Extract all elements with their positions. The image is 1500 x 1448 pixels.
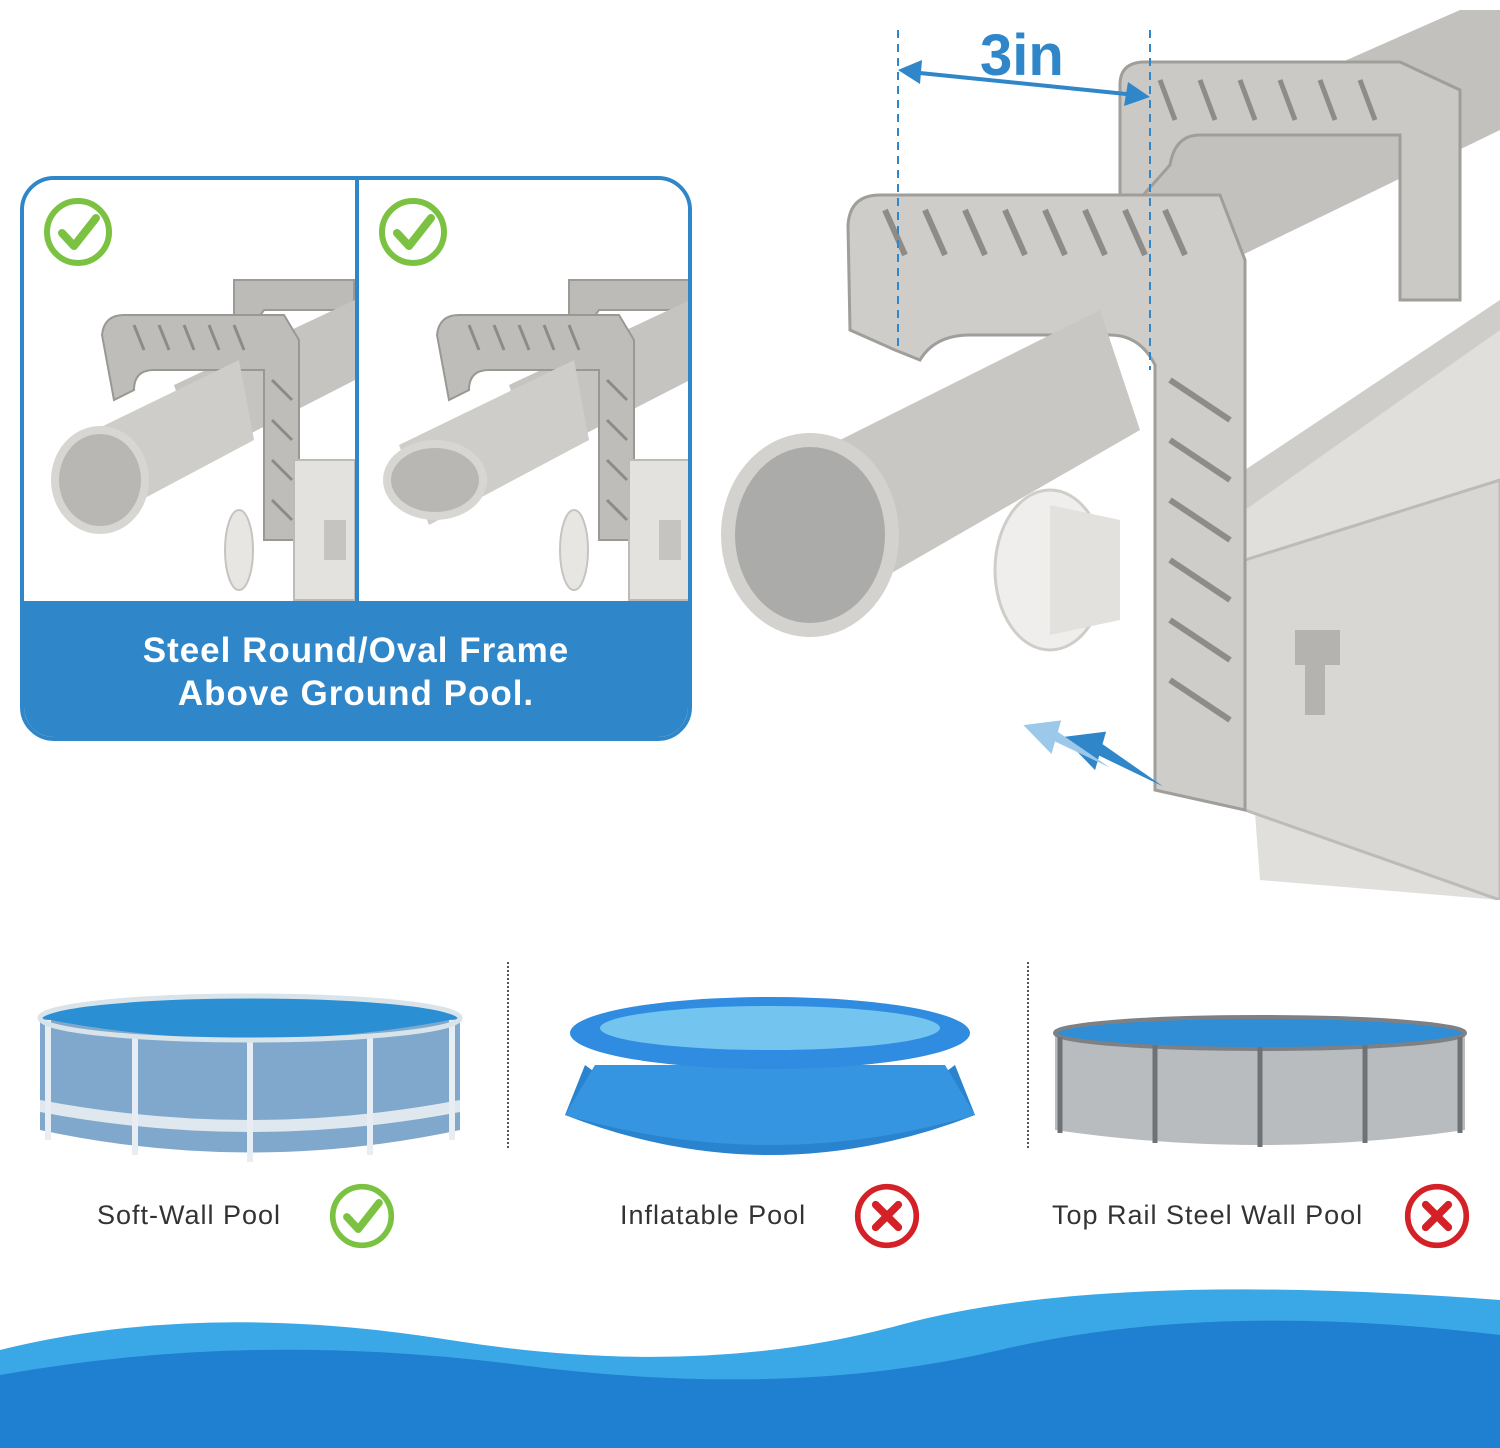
separator — [507, 962, 509, 1148]
product-illustration — [721, 10, 1500, 900]
skimmer-mount-illustration — [51, 279, 355, 601]
compatible-frame-card: Steel Round/Oval Frame Above Ground Pool… — [20, 176, 692, 741]
cross-icon — [853, 1182, 921, 1250]
round-frame-panel — [24, 180, 355, 601]
panel-divider — [355, 180, 359, 601]
inflatable-pool-image — [565, 997, 975, 1155]
dimension-label: 3in — [980, 23, 1064, 88]
pool-label: Inflatable Pool — [620, 1200, 807, 1230]
caption-banner: Steel Round/Oval Frame Above Ground Pool… — [24, 601, 688, 737]
check-icon — [377, 196, 449, 268]
soft-wall-pool-image — [37, 993, 463, 1162]
oval-frame-panel — [359, 180, 688, 601]
separator — [1027, 962, 1029, 1148]
wave-decoration — [0, 1289, 1500, 1448]
check-icon — [42, 196, 114, 268]
caption-line-1: Steel Round/Oval Frame — [142, 631, 570, 670]
pool-label: Soft-Wall Pool — [97, 1200, 282, 1230]
steel-wall-pool-image — [1053, 1015, 1467, 1147]
pool-label: Top Rail Steel Wall Pool — [1052, 1200, 1364, 1230]
skimmer-mount-illustration — [383, 279, 688, 601]
cross-icon — [1403, 1182, 1471, 1250]
caption-line-2: Above Ground Pool. — [177, 674, 535, 713]
check-icon — [328, 1182, 396, 1250]
